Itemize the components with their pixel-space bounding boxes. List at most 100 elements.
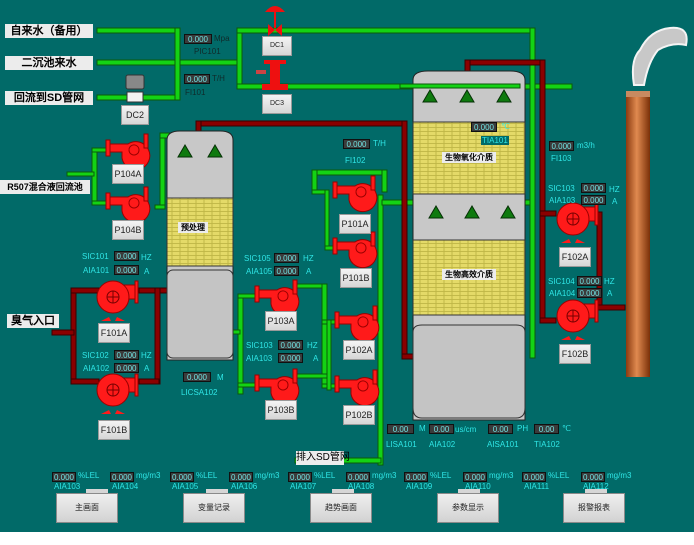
fan-f102b-icon [556, 299, 599, 340]
fi103-value: 0.000 [549, 141, 574, 151]
gas-analyzer-unit: %LEL [314, 471, 336, 480]
nav-alarm-report-button[interactable]: 报警报表 [563, 493, 625, 523]
pump-p104b-button[interactable]: P104B [112, 220, 144, 240]
aia102-pump-tag: AIA102 [83, 364, 110, 373]
aia101-unit: A [144, 267, 150, 276]
sic102-tag: SIC102 [82, 351, 109, 360]
aia101-value: 0.000 [114, 265, 139, 275]
gas-analyzer-value: 0.000 [170, 472, 194, 482]
flowmeter-dc2 [125, 74, 145, 103]
aia103-left-unit: A [313, 354, 319, 363]
fan-f101b-button[interactable]: F101B [98, 420, 130, 440]
gas-analyzer-unit: %LEL [196, 471, 218, 480]
pump-p103a-icon [254, 279, 300, 317]
fan-f102a-icon [556, 202, 599, 243]
gas-analyzer-value: 0.000 [52, 472, 76, 482]
aia105-pump-unit: A [306, 267, 312, 276]
sic102-unit: HZ [141, 351, 152, 360]
lisa101-tag: LISA101 [386, 440, 417, 449]
gas-analyzer-tag: AIA105 [172, 482, 199, 491]
sic101-tag: SIC101 [82, 252, 109, 261]
gas-analyzer-unit: %LEL [78, 471, 100, 480]
fan-f101a-icon [96, 280, 139, 321]
nav-parameters-button[interactable]: 参数显示 [437, 493, 499, 523]
pump-p101b-button[interactable]: P101B [340, 268, 372, 288]
aia104-fan-value: 0.000 [577, 288, 602, 298]
valve-dc1-button[interactable]: DC1 [262, 36, 292, 56]
sic103-right-tag: SIC103 [548, 184, 575, 193]
pic101-tag: PIC101 [194, 47, 221, 56]
piping-layer [51, 6, 688, 466]
gas-analyzer-value: 0.000 [110, 472, 134, 482]
sic105-value: 0.000 [274, 253, 299, 263]
pump-p101a-icon [332, 175, 378, 213]
process-diagram: 自来水（备用） 二沉池来水 回流到SD管网 R507混合液回流池 臭气入口 排入… [0, 0, 694, 532]
aia104-fan-unit: A [607, 289, 613, 298]
pumps [105, 133, 380, 407]
sic102-value: 0.000 [114, 350, 139, 360]
pump-p104a-button[interactable]: P104A [112, 164, 144, 184]
tia101-unit: ℃ [501, 122, 510, 131]
nav-tab-decoration [86, 489, 108, 493]
gas-analyzer-tag: AIA109 [406, 482, 433, 491]
pump-p103b-button[interactable]: P103B [265, 400, 297, 420]
gas-analyzer-value: 0.000 [463, 472, 487, 482]
lisa101-value: 0.00 [387, 424, 414, 434]
aisa101-value: 0.00 [488, 424, 513, 434]
secondary-clarifier-inlet-label: 二沉池来水 [5, 56, 93, 70]
fi102-unit: T/H [373, 139, 386, 148]
chimney [626, 26, 688, 377]
gas-analyzer-tag: AIA106 [231, 482, 258, 491]
nav-main-screen-button[interactable]: 主画面 [56, 493, 118, 523]
pretreatment-media-label: 预处理 [178, 222, 208, 233]
aia102-cond-tag: AIA102 [429, 440, 456, 449]
aia104-fan-tag: AIA104 [549, 289, 576, 298]
valve-dc3-button[interactable]: DC3 [262, 94, 292, 114]
flowmeter-dc2-button[interactable]: DC2 [121, 105, 149, 125]
sic103-right-unit: HZ [609, 185, 620, 194]
pump-p102b-button[interactable]: P102B [343, 405, 375, 425]
sic103-left-value: 0.000 [278, 340, 303, 350]
tia102-tag: TIA102 [534, 440, 560, 449]
aisa101-unit: PH [517, 424, 529, 433]
bio-oxidation-media-label: 生物氧化介质 [442, 152, 496, 163]
aia103-right-tag: AIA103 [549, 196, 576, 205]
control-valve-dc3 [256, 60, 288, 90]
nav-trend-button[interactable]: 趋势画面 [310, 493, 372, 523]
tia102-unit: ℃ [562, 424, 571, 433]
aia105-pump-tag: AIA105 [246, 267, 273, 276]
nav-tab-decoration [206, 489, 228, 493]
fi101-value: 0.000 [184, 74, 210, 84]
pump-p104a-icon [105, 133, 151, 171]
gas-analyzer-unit: mg/m3 [255, 471, 280, 480]
pic101-unit: Mpa [214, 34, 230, 43]
sic105-unit: HZ [303, 254, 314, 263]
pic101-value: 0.000 [184, 34, 212, 44]
fi103-unit: m3/h [577, 141, 595, 150]
nav-variable-log-button[interactable]: 变量记录 [183, 493, 245, 523]
gas-analyzer-unit: mg/m3 [607, 471, 632, 480]
gas-analyzer-value: 0.000 [404, 472, 428, 482]
gas-analyzer-value: 0.000 [229, 472, 253, 482]
pump-p101b-icon [332, 231, 378, 269]
fan-f102b-button[interactable]: F102B [559, 344, 591, 364]
pump-p103a-button[interactable]: P103A [265, 311, 297, 331]
sic104-value: 0.000 [577, 276, 602, 286]
gas-analyzer-unit: mg/m3 [372, 471, 397, 480]
pump-p101a-button[interactable]: P101A [339, 214, 371, 234]
sic103-left-tag: SIC103 [246, 341, 273, 350]
fan-f101a-button[interactable]: F101A [98, 323, 130, 343]
sic101-value: 0.000 [114, 251, 139, 261]
aia105-pump-value: 0.000 [274, 266, 299, 276]
fi101-unit: T/H [212, 74, 225, 83]
gas-analyzer-value: 0.000 [522, 472, 546, 482]
gas-analyzer-tag: AIA103 [54, 482, 81, 491]
pump-p102a-button[interactable]: P102A [343, 340, 375, 360]
licsa102-tag: LICSA102 [181, 388, 218, 397]
fan-f102a-button[interactable]: F102A [559, 247, 591, 267]
gas-analyzer-tag: AIA108 [348, 482, 375, 491]
sic104-unit: HZ [604, 277, 615, 286]
control-valve-dc1 [265, 6, 285, 36]
aia102-pump-unit: A [144, 364, 150, 373]
aia102-pump-value: 0.000 [114, 363, 139, 373]
